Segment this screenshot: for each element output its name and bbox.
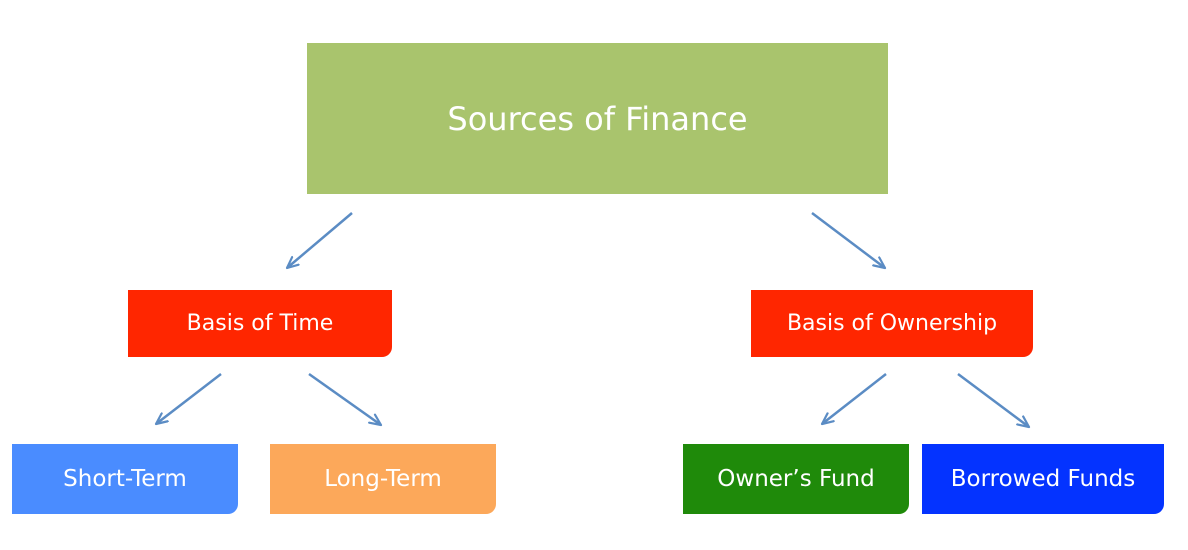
owners-fund-node: Owner’s Fund: [683, 444, 909, 514]
long-term-label: Long-Term: [324, 466, 442, 492]
short-term-label: Short-Term: [63, 466, 187, 492]
root-node: Sources of Finance: [307, 43, 888, 194]
arrow-root-to-time: [287, 212, 353, 268]
basis-of-time-label: Basis of Time: [186, 311, 334, 336]
borrowed-funds-node: Borrowed Funds: [922, 444, 1164, 514]
arrow-ownership-to-borrowed: [957, 372, 1029, 427]
owners-fund-label: Owner’s Fund: [717, 466, 875, 492]
arrow-time-to-short: [156, 373, 222, 424]
short-term-node: Short-Term: [12, 444, 238, 514]
basis-of-time-node: Basis of Time: [128, 290, 392, 357]
basis-of-ownership-node: Basis of Ownership: [751, 290, 1033, 357]
long-term-node: Long-Term: [270, 444, 496, 514]
arrow-time-to-long: [308, 372, 381, 425]
root-label: Sources of Finance: [447, 99, 748, 138]
borrowed-funds-label: Borrowed Funds: [950, 466, 1136, 492]
arrow-ownership-to-owners: [822, 373, 887, 424]
arrow-root-to-ownership: [811, 212, 885, 268]
basis-of-ownership-label: Basis of Ownership: [786, 311, 998, 336]
